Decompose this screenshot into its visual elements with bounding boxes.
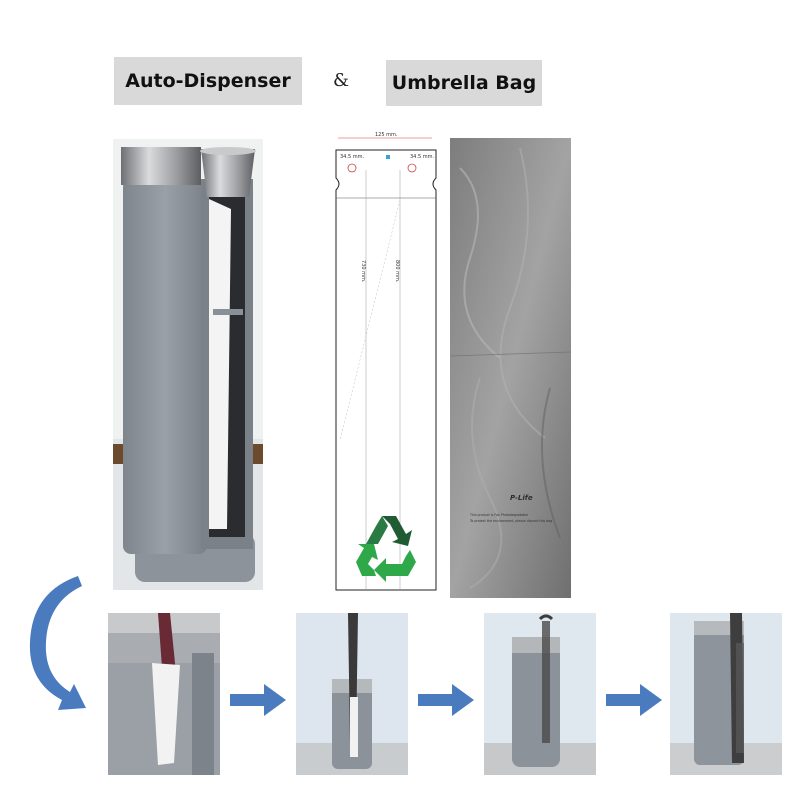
auto-dispenser-label-text: Auto-Dispenser: [125, 70, 291, 92]
bag-dimension-drawing: 125 mm. 34.5 mm. 34.5 mm. 730 mm. 800 mm…: [332, 130, 440, 593]
step-photo-2: [296, 613, 408, 775]
hole-right-icon: [407, 163, 417, 173]
step-3-illustration: [484, 613, 596, 775]
curved-arrow-icon: [29, 576, 86, 710]
right-offset-dimension: 34.5 mm.: [410, 154, 434, 160]
width-dimension: 125 mm.: [375, 132, 398, 138]
left-offset-dimension: 34.5 mm.: [340, 154, 364, 160]
umbrella-bag-label: Umbrella Bag: [386, 60, 542, 106]
step-photo-4: [670, 613, 782, 775]
umbrella-bag-photo: P-Life This product is Fox Photodegradab…: [450, 138, 571, 598]
umbrella-bag-label-text: Umbrella Bag: [391, 72, 537, 94]
length-a-dimension: 730 mm.: [360, 260, 366, 283]
dispenser-photo: [113, 139, 263, 590]
ampersand: &: [333, 70, 350, 91]
bag-brand: P-Life: [510, 494, 533, 502]
bag-print-line-2: To protect the environment, please disca…: [469, 519, 552, 523]
center-mark-icon: [386, 155, 390, 159]
bag-print-line-1: This product is Fox Photodegradable: [469, 513, 528, 517]
bag-diagram: 125 mm. 34.5 mm. 34.5 mm. 730 mm. 800 mm…: [332, 130, 440, 593]
dispenser-illustration: [113, 139, 263, 590]
right-arrow-icon: [606, 684, 662, 716]
step-2-illustration: [296, 613, 408, 775]
length-b-dimension: 800 mm.: [394, 260, 400, 283]
right-arrow-icon: [230, 684, 286, 716]
step-photo-3: [484, 613, 596, 775]
step-4-illustration: [670, 613, 782, 775]
auto-dispenser-label: Auto-Dispenser: [114, 57, 302, 105]
recycle-icon: [356, 516, 416, 582]
hole-left-icon: [347, 163, 357, 173]
bag-illustration: P-Life This product is Fox Photodegradab…: [450, 138, 571, 598]
right-arrow-icon: [418, 684, 474, 716]
step-photo-1: [108, 613, 220, 775]
step-1-illustration: [108, 613, 220, 775]
